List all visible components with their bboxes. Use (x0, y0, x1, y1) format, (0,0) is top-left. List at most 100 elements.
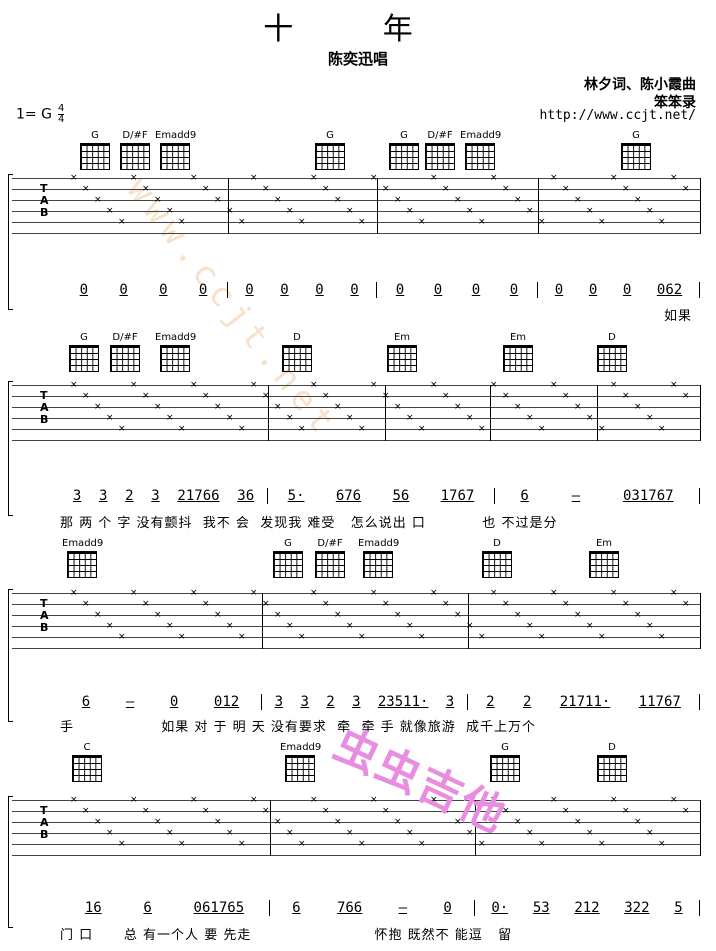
tab-note: × (334, 817, 342, 827)
tab-note: × (106, 621, 114, 631)
tab-note: × (154, 195, 162, 205)
tab-note: × (334, 402, 342, 412)
note-group: 21711· (559, 694, 611, 710)
tab-note: × (298, 424, 306, 434)
bar-line (700, 385, 701, 441)
tab-note: × (682, 391, 690, 401)
note-group: 676 (335, 488, 362, 504)
note-group: 3 (151, 488, 160, 504)
tab-note: × (274, 195, 282, 205)
staff-line (12, 178, 700, 179)
tab-note: × (514, 610, 522, 620)
chord-name: G (91, 130, 99, 141)
chord-grid (273, 551, 303, 578)
tab-note: × (178, 632, 186, 642)
chord-name: D (293, 332, 301, 343)
tab-note: × (622, 806, 630, 816)
chord-diagram: Emadd9 (460, 130, 501, 170)
tab-note: × (538, 424, 546, 434)
chord-grid (597, 345, 627, 372)
note-group: 0 (119, 282, 128, 298)
tab-letter: T (40, 182, 48, 195)
tab-note: × (94, 817, 102, 827)
tab-note: × (214, 195, 222, 205)
tab-note: × (334, 195, 342, 205)
tab-note: × (454, 195, 462, 205)
tab-note: × (82, 391, 90, 401)
tab-note: × (622, 599, 630, 609)
note-group: 061765 (193, 900, 245, 916)
note-group: 11767 (638, 694, 681, 710)
tab-note: × (382, 806, 390, 816)
tab-note: × (214, 817, 222, 827)
tab-note: × (418, 217, 426, 227)
tab-note: × (286, 621, 294, 631)
note-group: 0 (79, 282, 89, 298)
lyrics-line: 那 两 个 字 没有颤抖 我不 会 发现我 难受 怎么说出 口 也 不过是分 (60, 516, 558, 531)
staff-line (12, 626, 700, 627)
tab-note: × (490, 795, 498, 805)
note-group: 3 (72, 488, 82, 504)
chord-diagram: G (310, 130, 350, 170)
chord-diagram: Em (382, 332, 422, 372)
tab-note: × (310, 588, 318, 598)
tab-note: × (250, 795, 258, 805)
tab-note: × (286, 206, 294, 216)
tab-note: × (322, 184, 330, 194)
source-url: http://www.ccjt.net/ (539, 108, 696, 123)
chord-grid (621, 143, 651, 170)
staff-line (12, 615, 700, 616)
staff-line (12, 604, 700, 605)
chord-diagram: D/#F (420, 130, 460, 170)
note-group: 3 (445, 694, 455, 710)
tab-note: × (382, 391, 390, 401)
note-group: 21766 (177, 488, 220, 504)
tab-note: × (106, 828, 114, 838)
tab-note: × (202, 599, 210, 609)
chord-name: Emadd9 (62, 538, 104, 549)
chord-diagram: D/#F (310, 538, 350, 578)
tab-note: × (586, 621, 594, 631)
tab-note: × (418, 839, 426, 849)
tab-note: × (406, 206, 414, 216)
chord-grid (589, 551, 619, 578)
tab-note: × (430, 795, 438, 805)
tab-note: × (550, 173, 558, 183)
tab-note: × (358, 839, 366, 849)
tab-note: × (190, 588, 198, 598)
chord-diagram: D/#F (115, 130, 155, 170)
tab-note: × (382, 184, 390, 194)
tab-note: × (514, 817, 522, 827)
tab-note: × (238, 217, 246, 227)
tab-note: × (118, 424, 126, 434)
time-numerator: 4 (57, 103, 65, 115)
bar-line (700, 593, 701, 649)
lyrics-line: 门 口 总 有一个人 要 先走 怀抱 既然不 能逗 留 (60, 928, 513, 943)
chord-name: D/#F (122, 130, 148, 141)
tab-note: × (370, 380, 378, 390)
chord-diagram: Em (498, 332, 538, 372)
note-group: 1767 (440, 488, 475, 504)
key: 1= G (16, 106, 52, 123)
tab-note: × (274, 402, 282, 412)
tab-note: × (178, 424, 186, 434)
tab-note: × (310, 173, 318, 183)
chord-grid (120, 143, 150, 170)
tab-note: × (586, 413, 594, 423)
tab-note: × (130, 380, 138, 390)
staff-line (12, 648, 700, 649)
tab-note: × (166, 828, 174, 838)
note-group: 36 (237, 488, 255, 504)
tab-note: × (346, 206, 354, 216)
bar-line (538, 178, 539, 234)
tab-note: × (298, 839, 306, 849)
note-group: 3 (352, 694, 361, 710)
